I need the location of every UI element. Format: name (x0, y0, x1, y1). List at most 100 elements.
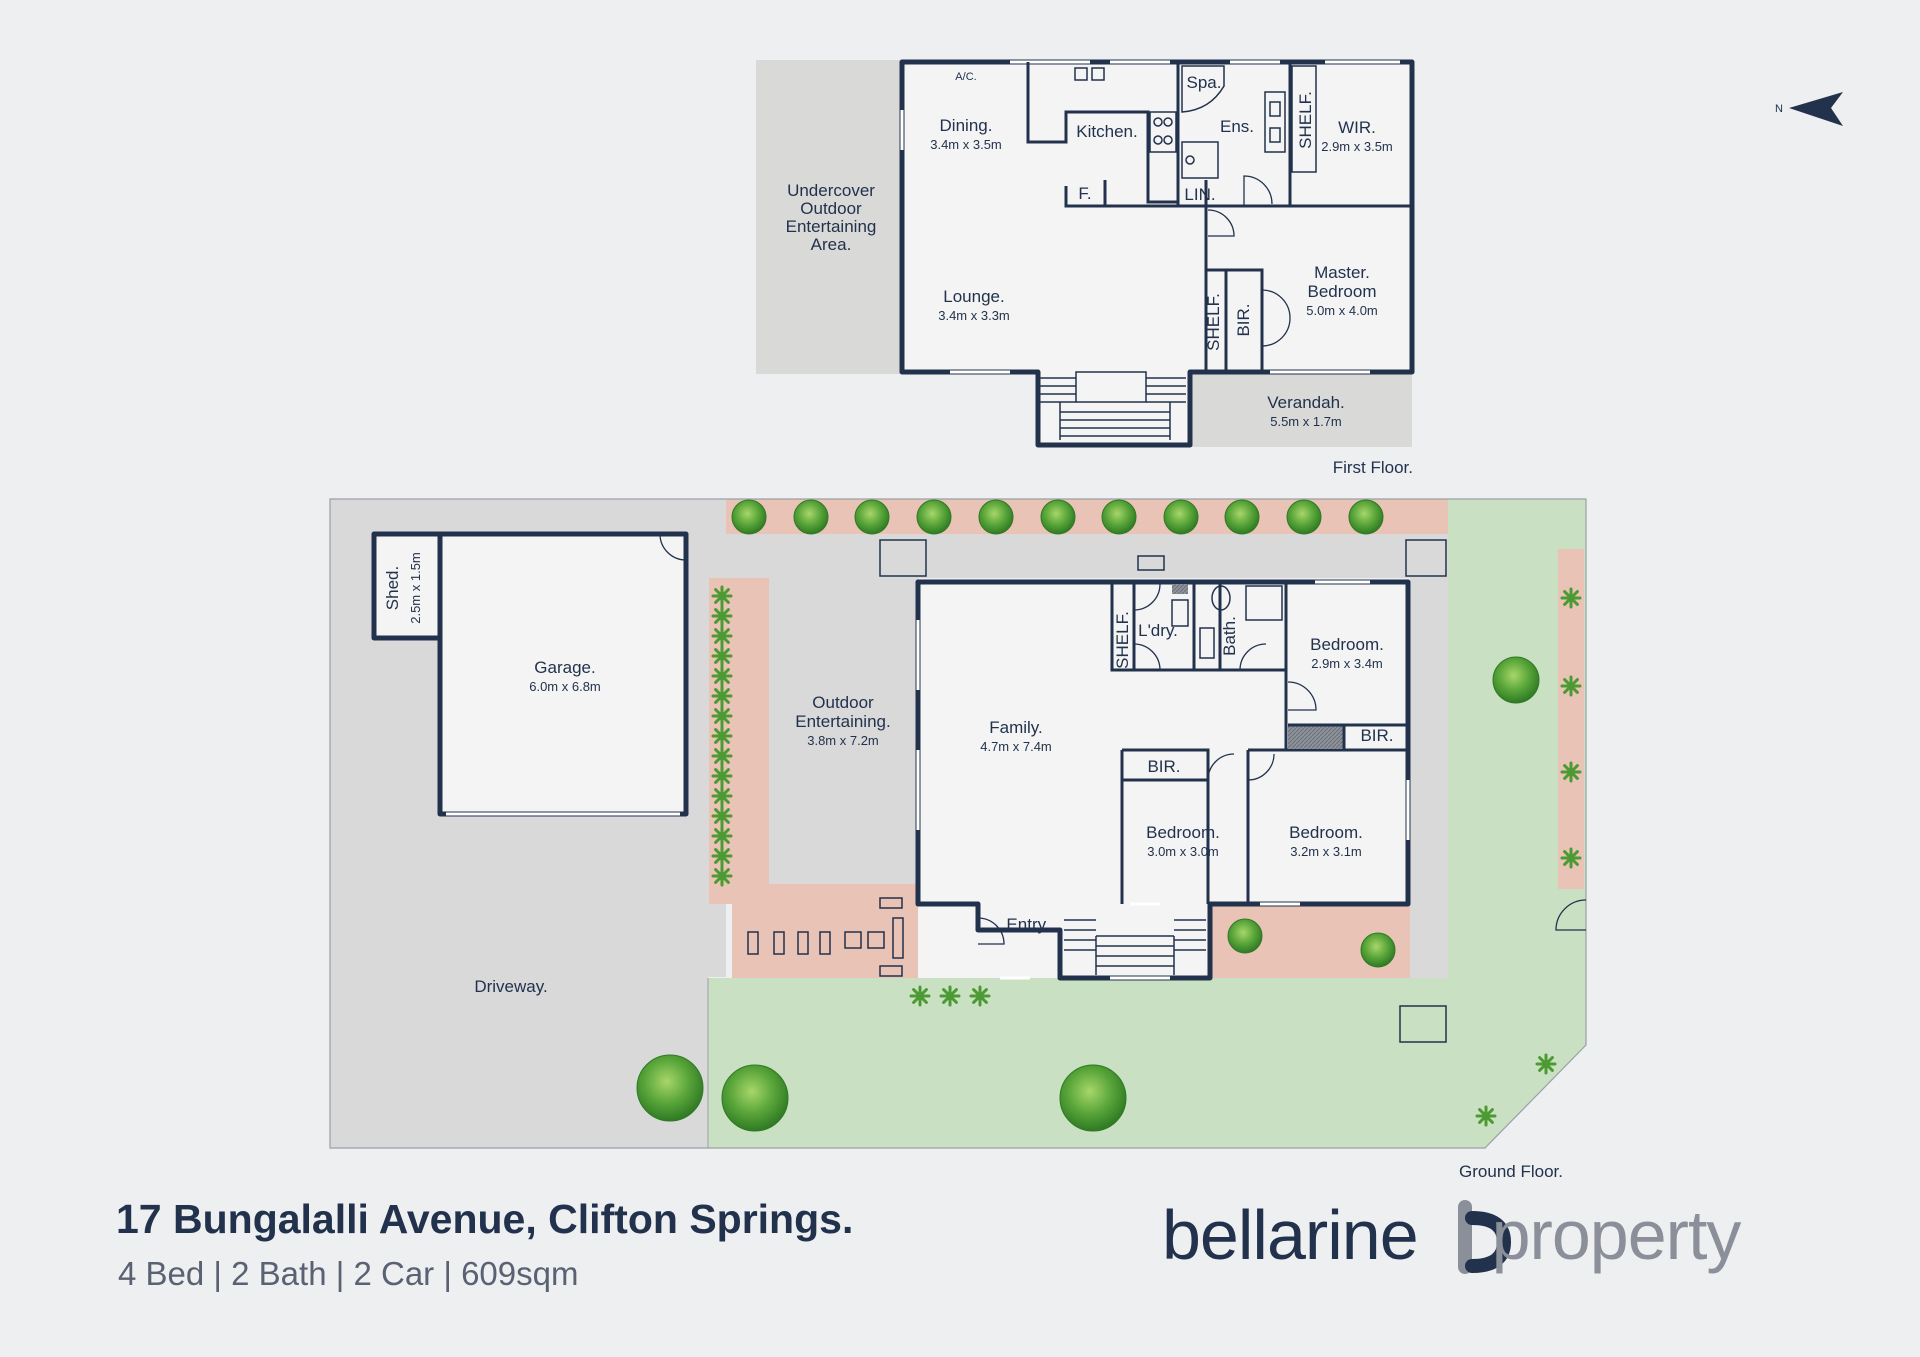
undercover-label-1: Undercover (787, 181, 875, 200)
bedroom3-dimensions: 3.2m x 3.1m (1290, 844, 1362, 859)
first-floor-stairs (1040, 371, 1186, 440)
dining-label: Dining. (940, 116, 993, 135)
first-floor-title: First Floor. (1333, 458, 1413, 477)
cooktop (1149, 111, 1177, 153)
bedroom1-door (1287, 681, 1317, 711)
bedroom1-dimensions: 2.9m x 3.4m (1311, 656, 1383, 671)
side-palm (711, 765, 733, 787)
family-label: Family. (989, 718, 1043, 737)
wir-shelf (1291, 65, 1317, 173)
outdoor-label-2: Entertaining. (795, 712, 890, 731)
rear-hedge-shrub (793, 499, 829, 535)
trees (636, 499, 1582, 1132)
fence-palm (1560, 675, 1582, 697)
brand-part1: bellarine (1162, 1196, 1419, 1274)
ground-floor-stairs (1064, 919, 1206, 975)
front-shrub (1227, 918, 1263, 954)
verandah-dimensions: 5.5m x 1.7m (1270, 414, 1342, 429)
entry-label: Entry. (1006, 915, 1049, 934)
lawn-palm (1475, 1105, 1497, 1127)
rear-hedge-shrub (1040, 499, 1076, 535)
bedroom3-label: Bedroom. (1289, 823, 1363, 842)
side-palm (711, 585, 733, 607)
wir-dimensions: 2.9m x 3.5m (1321, 139, 1393, 154)
undercover-label-3: Entertaining (786, 217, 877, 236)
side-gate (1555, 899, 1587, 931)
shelf2-label: SHELF. (1204, 293, 1223, 351)
shelf-label: SHELF. (1296, 91, 1315, 149)
garage-door-swing (659, 533, 687, 561)
dining-dimensions: 3.4m x 3.5m (930, 137, 1002, 152)
north-label: N (1775, 103, 1783, 115)
ensuite-label: Ens. (1220, 117, 1254, 136)
bir2-label: BIR. (1147, 757, 1180, 776)
front-palm (939, 985, 961, 1007)
fridge-label: F. (1078, 184, 1091, 203)
outdoor-label-1: Outdoor (812, 693, 874, 712)
shed-dimensions: 2.5m x 1.5m (408, 552, 423, 624)
ground-floor-labels: Shed. 2.5m x 1.5m Garage. 6.0m x 6.8m Ou… (383, 552, 1563, 1181)
side-tree (1492, 656, 1540, 704)
rear-hedge-shrub (1163, 499, 1199, 535)
kitchen-walls (1026, 62, 1178, 204)
laundry-label: L'dry. (1138, 621, 1178, 640)
side-palm (711, 685, 733, 707)
ground-floor-plan (329, 498, 1587, 1149)
side-path (1410, 534, 1448, 978)
pavers (747, 539, 1447, 1043)
bp-monogram-logo (1458, 1200, 1512, 1274)
wir-label: WIR. (1338, 118, 1376, 137)
brand-part2: property (1491, 1196, 1742, 1274)
front-tree (1059, 1064, 1127, 1132)
property-summary: 4 Bed | 2 Bath | 2 Car | 609sqm (118, 1255, 579, 1292)
vanity (1264, 91, 1286, 153)
front-tree (721, 1064, 789, 1132)
rear-hedge-shrub (916, 499, 952, 535)
driveway-label: Driveway. (474, 977, 547, 996)
north-arrow-icon: N (1775, 92, 1843, 126)
side-palm (711, 785, 733, 807)
rear-path (726, 532, 1448, 578)
front-palm (909, 985, 931, 1007)
bedroom1-cupboard (1288, 725, 1344, 749)
side-palm (711, 625, 733, 647)
brand-logo-spacer (1424, 1195, 1486, 1275)
garage-dimensions: 6.0m x 6.8m (529, 679, 601, 694)
master-label-1: Master. (1314, 263, 1370, 282)
linen-label: LIN. (1184, 185, 1215, 204)
master-door (1207, 209, 1235, 237)
rear-hedge-shrub (1224, 499, 1260, 535)
front-palm (969, 985, 991, 1007)
rear-hedge-shrub (1348, 499, 1384, 535)
garage-label: Garage. (534, 658, 595, 677)
brand-wordmark: bellarine property (1162, 1195, 1742, 1275)
front-tree (636, 1054, 704, 1122)
first-floor-plan: Dining. 3.4m x 3.5m Kitchen. A/C. F. Spa… (756, 59, 1415, 477)
shower (1181, 141, 1219, 179)
rear-hedge-shrub (1101, 499, 1137, 535)
family-dimensions: 4.7m x 7.4m (980, 739, 1052, 754)
lounge-dimensions: 3.4m x 3.3m (938, 308, 1010, 323)
side-palm (711, 645, 733, 667)
side-palm (711, 865, 733, 887)
outdoor-dimensions: 3.8m x 7.2m (807, 733, 879, 748)
undercover-area-floor (756, 60, 902, 374)
shed-label: Shed. (383, 566, 402, 610)
spa-bath (1181, 65, 1225, 113)
undercover-label-2: Outdoor (800, 199, 862, 218)
side-palm (711, 705, 733, 727)
bedroom2-dimensions: 3.0m x 3.0m (1147, 844, 1219, 859)
ground-floor-title: Ground Floor. (1459, 1162, 1563, 1181)
rear-hedge-shrub (854, 499, 890, 535)
spa-label: Spa. (1187, 73, 1222, 92)
entry-door (977, 917, 1005, 945)
shed-walls (371, 531, 440, 641)
verandah-label: Verandah. (1267, 393, 1345, 412)
outdoor-entertaining-floor (769, 578, 919, 884)
front-paving (732, 884, 918, 978)
fence-palm (1560, 587, 1582, 609)
side-palm (711, 825, 733, 847)
side-palm (711, 665, 733, 687)
rear-garden-bed (726, 499, 1448, 534)
